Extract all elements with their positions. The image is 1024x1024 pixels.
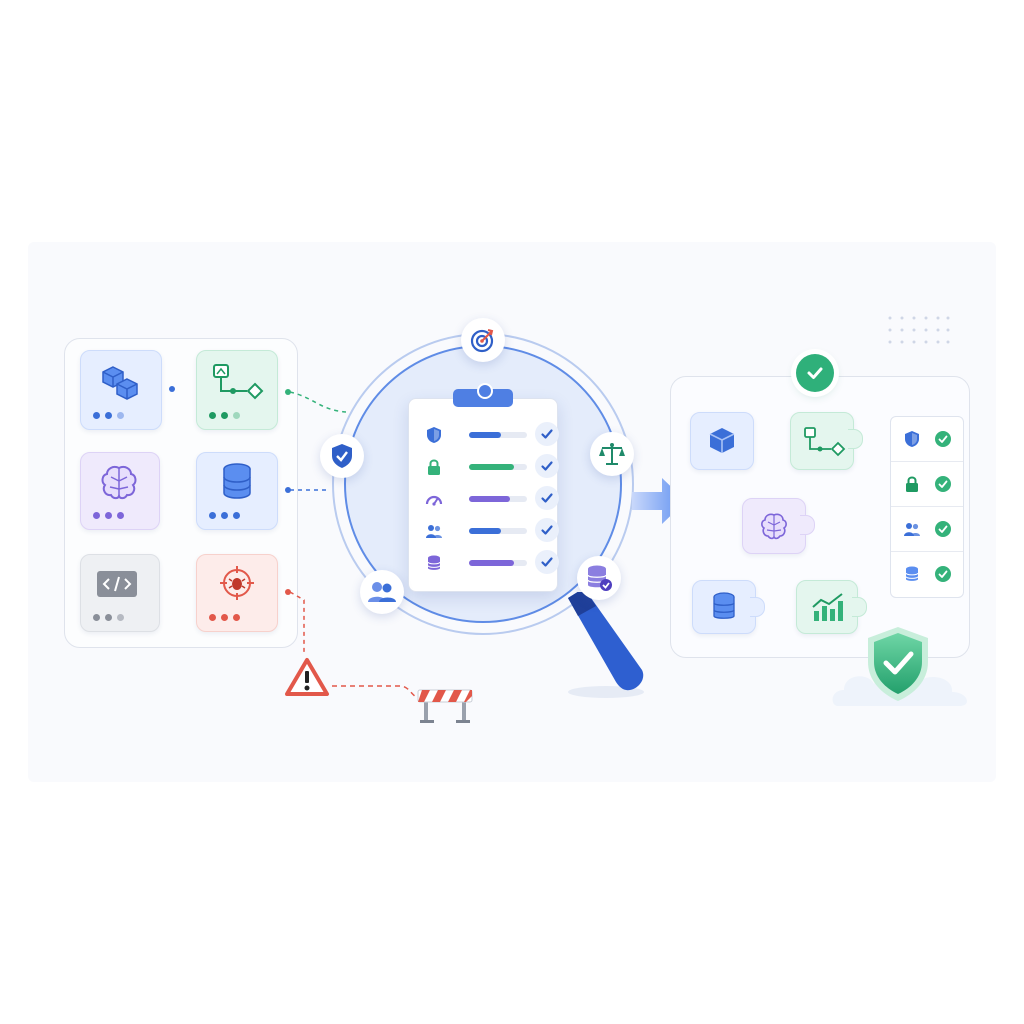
check-icon <box>535 486 559 510</box>
validation-row <box>891 507 963 552</box>
cubes-icon <box>102 366 138 400</box>
dot-grid-decoration <box>888 316 950 344</box>
users-icon <box>426 525 442 538</box>
bar-chart-trend-icon <box>812 593 843 621</box>
system-tile-chart[interactable] <box>796 580 867 634</box>
component-tile-cubes[interactable] <box>80 350 162 430</box>
check-icon <box>535 454 559 478</box>
flowchart-icon <box>804 427 846 457</box>
brain-icon <box>101 465 137 500</box>
shield-check-icon <box>332 444 352 468</box>
code-window-icon <box>97 571 137 597</box>
validation-checklist <box>890 416 964 598</box>
lock-icon <box>906 476 918 492</box>
database-check-icon <box>587 565 612 591</box>
road-barrier-icon <box>417 689 473 723</box>
audit-progress-fill <box>469 528 501 534</box>
audit-checklist-row <box>425 422 559 447</box>
cube-icon <box>709 428 735 453</box>
system-tile-brain[interactable] <box>742 498 815 554</box>
badge-users[interactable] <box>360 570 404 614</box>
shield-icon <box>427 427 441 443</box>
audit-progress-track <box>469 528 527 534</box>
check-icon <box>935 521 951 537</box>
system-tile-flowchart[interactable] <box>790 412 863 470</box>
badge-shield[interactable] <box>320 434 364 478</box>
audit-clipboard <box>408 383 559 592</box>
audit-progress-fill <box>469 560 514 566</box>
validation-row <box>891 552 963 596</box>
audit-checklist-row <box>425 454 559 479</box>
audit-checklist-row <box>425 486 559 511</box>
flowchart-icon <box>213 364 264 400</box>
gauge-icon <box>425 495 443 506</box>
warning-triangle-icon <box>285 658 329 696</box>
component-tile-flowchart[interactable] <box>196 350 278 430</box>
database-icon <box>713 592 735 619</box>
validation-row <box>891 462 963 507</box>
component-tile-brain[interactable] <box>80 452 160 530</box>
audit-checklist-row <box>425 518 559 543</box>
check-icon <box>535 518 559 542</box>
badge-database-check[interactable] <box>577 556 621 600</box>
status-check-badge <box>796 354 834 392</box>
audit-progress-fill <box>469 464 514 470</box>
audit-progress-track <box>469 560 527 566</box>
component-tile-bug[interactable] <box>196 554 278 632</box>
check-circle-icon <box>807 367 823 379</box>
audit-checklist-row <box>425 550 559 575</box>
badge-scales[interactable] <box>590 432 634 476</box>
database-icon <box>223 463 251 499</box>
audit-progress-fill <box>469 432 501 438</box>
bug-target-icon <box>220 566 254 600</box>
component-tile-database[interactable] <box>196 452 278 530</box>
clipboard-clip-ring <box>477 383 493 399</box>
system-tile-cube[interactable] <box>690 412 754 470</box>
audit-progress-fill <box>469 496 510 502</box>
check-icon <box>535 550 559 574</box>
target-icon <box>470 329 494 353</box>
system-tile-database[interactable] <box>692 580 765 634</box>
audit-progress-track <box>469 432 527 438</box>
check-icon <box>935 431 951 447</box>
shield-icon <box>905 431 919 447</box>
users-icon <box>904 523 920 536</box>
badge-target[interactable] <box>461 318 505 362</box>
audit-progress-track <box>469 496 527 502</box>
magnifier-handle <box>568 592 644 698</box>
users-icon <box>368 582 396 602</box>
component-tile-code[interactable] <box>80 554 160 632</box>
shield-check-icon <box>883 651 914 675</box>
final-shield <box>868 627 928 701</box>
audit-progress-track <box>469 464 527 470</box>
check-icon <box>935 476 951 492</box>
database-icon <box>427 555 441 570</box>
lock-icon <box>428 459 440 475</box>
database-icon <box>905 566 919 581</box>
scales-icon <box>599 443 625 465</box>
check-icon <box>535 422 559 446</box>
check-icon <box>935 566 951 582</box>
brain-icon <box>761 513 787 540</box>
validation-row <box>891 417 963 462</box>
